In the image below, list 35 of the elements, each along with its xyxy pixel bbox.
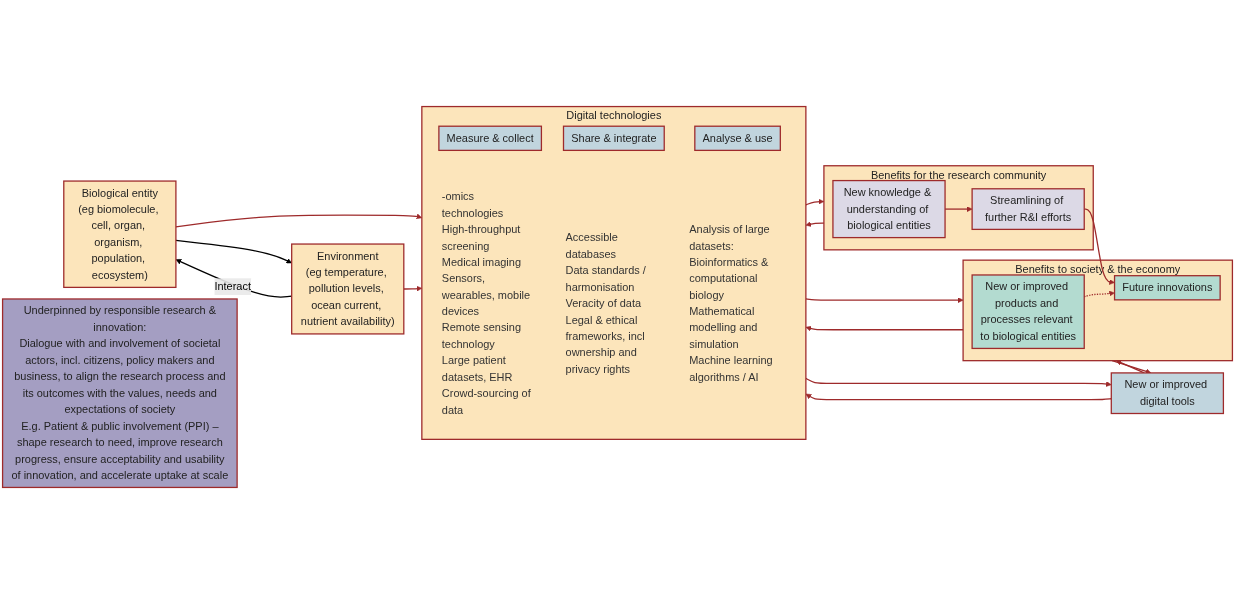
node-label: Machine learning algorithms / AI — [689, 354, 773, 384]
node-box: Biological entity (eg biomolecule, cell, organ, organism, population, ecosystem) — [63, 180, 177, 289]
node-box: Environment (eg temperature, pollution levels, ocean current, nutrient availability) — [291, 243, 405, 335]
node-label: Data standards / harmonisation — [565, 264, 646, 293]
arrow — [805, 221, 825, 227]
node-label: Large patient datasets, EHR — [441, 354, 513, 384]
arrow — [805, 325, 964, 332]
node-box: Share & integrate — [562, 125, 665, 151]
node-box: Future innovations — [1113, 275, 1221, 301]
node-box: Streamlining of further R&I efforts — [971, 188, 1085, 231]
arrow — [175, 239, 292, 264]
arrow — [805, 198, 825, 206]
node-label: Medical imaging — [441, 256, 521, 269]
node-label: Remote sensing technology — [441, 321, 521, 351]
node-box: New or improved products and processes relevant to biological entities — [971, 274, 1085, 350]
node-box: New or improved digital tools — [1110, 372, 1225, 415]
arrow — [805, 393, 1112, 401]
node-label: Legal & ethical frameworks, incl ownership and privacy rights — [565, 313, 645, 376]
edge-label: Interact — [214, 280, 251, 293]
arrow — [805, 297, 964, 303]
node-label: Sensors, wearables, mobile devices — [441, 272, 531, 318]
node-label: Veracity of data — [565, 297, 642, 310]
node-label: Crowd-sourcing of data — [441, 387, 531, 417]
arrow — [1116, 360, 1145, 374]
node-label: Accessible databases — [565, 231, 618, 261]
node-box: Underpinned by responsible research & innovation: Dialogue with and involvement of societal actors, incl. citizens, policy makers and business, to align the research process and its outcomes with the values, needs and expectations of society E.g. Patient & public involvement (PPI) – shape research to need, improve research progress, ensure acceptability and usability of innovation, and accelerate uptake at scale — [1, 298, 238, 489]
node-label: Analysis of large datasets: — [689, 223, 770, 252]
node-box: Measure & collect — [438, 125, 543, 151]
node-box: Analyse & use — [694, 125, 781, 151]
node-label: Bioinformatics & computational biology — [689, 256, 769, 302]
node-label: Mathematical modelling and simulation — [689, 305, 758, 351]
node-label: High-throughput screening — [441, 223, 521, 252]
node-label: -omics technologies — [441, 190, 504, 219]
arrow — [805, 377, 1112, 387]
node-box: New knowledge & understanding of biological entities — [832, 179, 946, 239]
